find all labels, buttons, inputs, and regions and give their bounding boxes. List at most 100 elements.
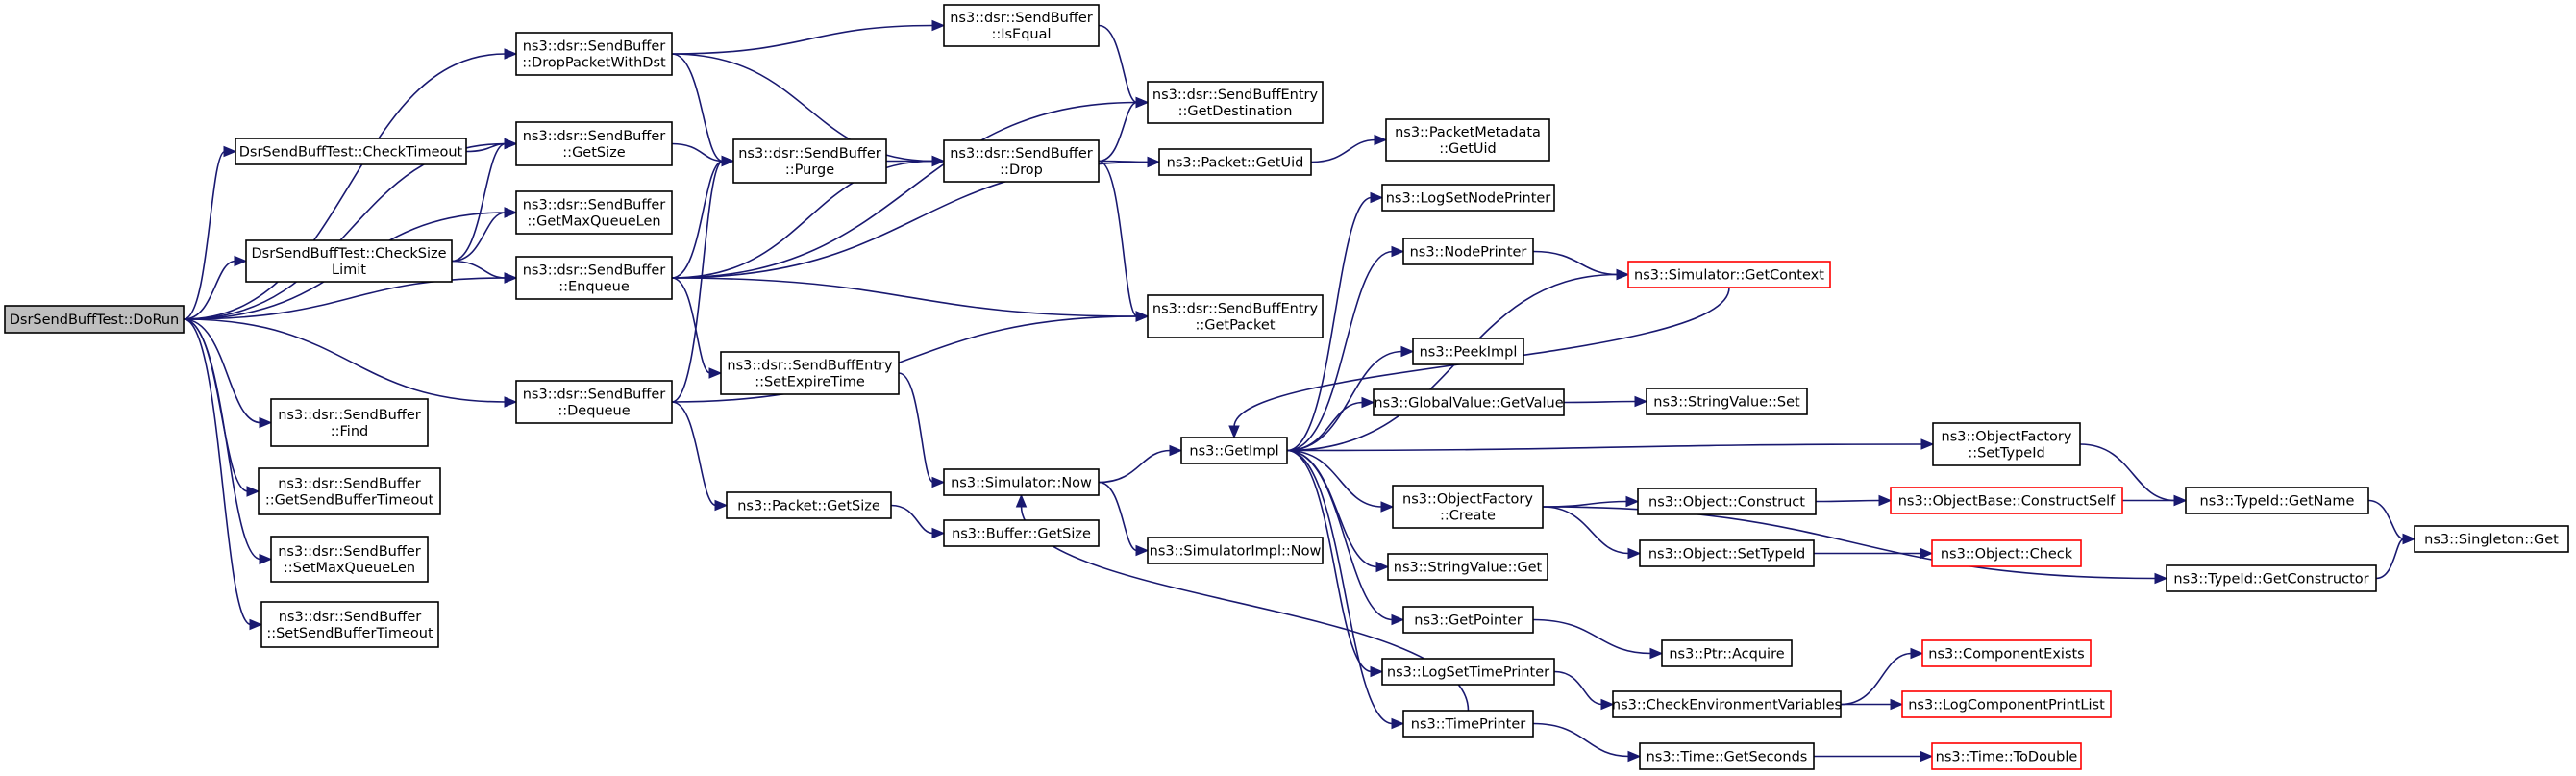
node-packetgetuid[interactable]: ns3::Packet::GetUid [1158,148,1312,176]
node-typeidgetconstructor[interactable]: ns3::TypeId::GetConstructor [2166,564,2377,592]
node-setmaxqueuelen[interactable]: ns3::dsr::SendBuffer::SetMaxQueueLen [270,536,429,583]
node-simimplnow[interactable]: ns3::SimulatorImpl::Now [1147,537,1324,564]
node-box[interactable] [1402,238,1534,265]
node-constructself[interactable]: ns3::ObjectBase::ConstructSelf [1890,487,2123,514]
node-getmaxqueuelen[interactable]: ns3::dsr::SendBuffer::GetMaxQueueLen [515,190,673,235]
node-box[interactable] [1381,184,1555,212]
node-metadatagetuid[interactable]: ns3::PacketMetadata::GetUid [1385,118,1550,162]
node-isequal[interactable]: ns3::dsr::SendBuffer::IsEqual [943,4,1100,47]
node-simnow[interactable]: ns3::Simulator::Now [943,468,1100,496]
node-box[interactable] [1373,388,1565,416]
node-box[interactable] [726,491,892,519]
node-getpacket[interactable]: ns3::dsr::SendBuffEntry::GetPacket [1147,294,1324,338]
node-box[interactable] [1147,294,1324,338]
node-find[interactable]: ns3::dsr::SendBuffer::Find [270,398,429,447]
node-box[interactable] [1392,485,1544,529]
node-dequeue[interactable]: ns3::dsr::SendBuffer::Dequeue [515,380,673,424]
node-logsetnodeprinter[interactable]: ns3::LogSetNodePrinter [1381,184,1555,212]
node-drop[interactable]: ns3::dsr::SendBuffer::Drop [943,139,1100,183]
node-box[interactable] [1612,690,1842,718]
node-box[interactable] [2185,487,2369,514]
node-box[interactable] [943,4,1100,47]
node-packetgetsize[interactable]: ns3::Packet::GetSize [726,491,892,519]
node-dropwithdst[interactable]: ns3::dsr::SendBuffer::DropPacketWithDst [515,32,673,76]
node-box[interactable] [258,467,441,515]
node-ofcreate[interactable]: ns3::ObjectFactory::Create [1392,485,1544,529]
node-getpointer[interactable]: ns3::GetPointer [1402,606,1534,634]
node-box[interactable] [732,138,887,184]
node-typeidgetname[interactable]: ns3::TypeId::GetName [2185,487,2369,514]
node-enqueue[interactable]: ns3::dsr::SendBuffer::Enqueue [515,256,673,300]
node-componentexists[interactable]: ns3::ComponentExists [1921,639,2092,667]
node-timetodouble[interactable]: ns3::Time::ToDouble [1931,742,2082,770]
node-box[interactable] [4,305,185,334]
node-svget[interactable]: ns3::StringValue::Get [1387,553,1548,581]
node-peekimpl[interactable]: ns3::PeekImpl [1412,338,1524,365]
node-box[interactable] [1402,606,1534,634]
node-timegetseconds[interactable]: ns3::Time::GetSeconds [1639,742,1815,770]
node-setsendbuffertimeout[interactable]: ns3::dsr::SendBuffer::SetSendBufferTimeo… [260,601,439,648]
node-box[interactable] [515,32,673,76]
node-box[interactable] [1381,658,1555,686]
node-box[interactable] [943,468,1100,496]
node-logsettimeprinter[interactable]: ns3::LogSetTimePrinter [1381,658,1555,686]
node-box[interactable] [1931,742,2082,770]
node-box[interactable] [245,239,453,283]
node-svset[interactable]: ns3::StringValue::Set [1646,388,1808,415]
node-box[interactable] [270,536,429,583]
node-box[interactable] [1932,422,2081,466]
node-box[interactable] [1646,388,1808,415]
node-box[interactable] [943,139,1100,183]
node-box[interactable] [1931,539,2082,567]
node-nodeprinter[interactable]: ns3::NodePrinter [1402,238,1534,265]
node-box[interactable] [515,121,673,166]
node-box[interactable] [1890,487,2123,514]
node-purge[interactable]: ns3::dsr::SendBuffer::Purge [732,138,887,184]
node-box[interactable] [943,519,1100,547]
node-box[interactable] [1147,81,1324,124]
node-getdestination[interactable]: ns3::dsr::SendBuffEntry::GetDestination [1147,81,1324,124]
node-box[interactable] [1412,338,1524,365]
node-gvgetvalue[interactable]: ns3::GlobalValue::GetValue [1373,388,1565,416]
node-box[interactable] [720,351,900,395]
node-simgetcontext[interactable]: ns3::Simulator::GetContext [1627,261,1831,288]
node-box[interactable] [1402,710,1534,738]
node-box[interactable] [1147,537,1324,564]
node-box[interactable] [1639,742,1815,770]
node-box[interactable] [235,138,467,165]
node-ofsettypeid[interactable]: ns3::ObjectFactory::SetTypeId [1932,422,2081,466]
node-getimpl[interactable]: ns3::GetImpl [1180,437,1288,464]
node-box[interactable] [1921,639,2092,667]
node-box[interactable] [1661,639,1793,667]
node-box[interactable] [515,256,673,300]
node-box[interactable] [1387,553,1548,581]
node-getsendbuffertimeout[interactable]: ns3::dsr::SendBuffer::GetSendBufferTimeo… [258,467,441,515]
node-setexpiretime[interactable]: ns3::dsr::SendBuffEntry::SetExpireTime [720,351,900,395]
node-checkenv[interactable]: ns3::CheckEnvironmentVariables [1612,690,1842,718]
node-box[interactable] [515,380,673,424]
node-box[interactable] [1637,488,1817,515]
node-box[interactable] [2166,564,2377,592]
node-box[interactable] [1639,539,1815,567]
node-box[interactable] [270,398,429,447]
node-singletonget[interactable]: ns3::Singleton::Get [2414,525,2569,553]
node-timeprinter[interactable]: ns3::TimePrinter [1402,710,1534,738]
node-box[interactable] [1158,148,1312,176]
node-box[interactable] [2414,525,2569,553]
node-checktimeout[interactable]: DsrSendBuffTest::CheckTimeout [235,138,467,165]
node-getsize[interactable]: ns3::dsr::SendBuffer::GetSize [515,121,673,166]
node-objcheck[interactable]: ns3::Object::Check [1931,539,2082,567]
node-box[interactable] [515,190,673,235]
node-dorun[interactable]: DsrSendBuffTest::DoRun [4,305,185,334]
node-ptracquire[interactable]: ns3::Ptr::Acquire [1661,639,1793,667]
node-objconstruct[interactable]: ns3::Object::Construct [1637,488,1817,515]
node-box[interactable] [1180,437,1288,464]
node-box[interactable] [1385,118,1550,162]
node-box[interactable] [260,601,439,648]
node-box[interactable] [1901,690,2112,718]
node-logcomponentprintlist[interactable]: ns3::LogComponentPrintList [1901,690,2112,718]
node-buffergetsize[interactable]: ns3::Buffer::GetSize [943,519,1100,547]
node-box[interactable] [1627,261,1831,288]
node-objsettypeid[interactable]: ns3::Object::SetTypeId [1639,539,1815,567]
